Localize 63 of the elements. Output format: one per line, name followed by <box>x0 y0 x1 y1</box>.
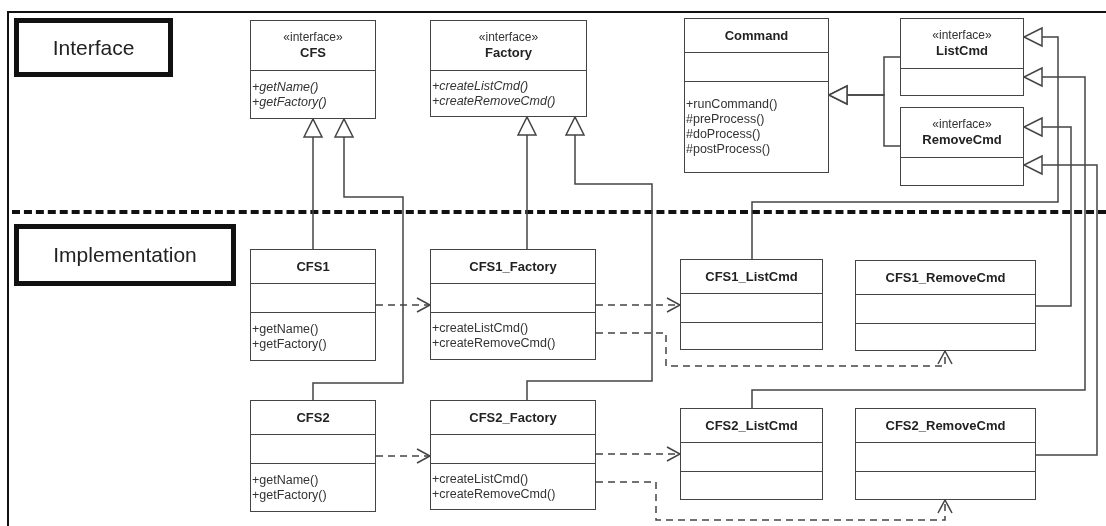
class-box <box>250 249 376 361</box>
method-name: +createListCmd() <box>432 471 530 487</box>
realization-arrow <box>312 118 404 401</box>
dependency-arrow <box>595 332 953 367</box>
realization-arrow <box>303 118 323 250</box>
stereotype-label: «interface» <box>932 28 992 43</box>
method-name: +createListCmd() <box>432 78 530 94</box>
realization-arrow <box>751 27 1059 260</box>
class-name: CFS1 <box>296 258 330 275</box>
class-name: Command <box>724 27 789 44</box>
class-box <box>430 400 596 510</box>
interface-box <box>900 107 1024 186</box>
dependency-arrow <box>595 481 953 521</box>
stereotype-label: «interface» <box>932 117 992 132</box>
stereotype-label: «interface» <box>478 30 539 45</box>
realization-arrow <box>517 116 537 250</box>
method-name: +createRemoveCmd() <box>432 93 557 109</box>
method-name: +runCommand() <box>686 97 779 112</box>
dependency-arrow <box>595 446 681 462</box>
class-name: CFS2_ListCmd <box>705 417 798 434</box>
class-name: CFS2 <box>296 409 330 426</box>
method-name: +getFactory() <box>252 336 328 352</box>
class-box <box>855 408 1036 500</box>
method-name: +getFactory() <box>252 487 328 503</box>
class-box <box>250 400 376 512</box>
realization-arrow <box>1023 155 1098 456</box>
class-name: CFS <box>300 45 326 61</box>
class-box <box>855 260 1036 351</box>
interface-box <box>250 20 376 119</box>
class-name: ListCmd <box>936 43 988 59</box>
method-name: +getName() <box>252 472 320 488</box>
method-name: #postProcess() <box>686 142 772 157</box>
class-name: CFS1_Factory <box>469 258 557 275</box>
class-box <box>680 408 823 500</box>
method-name: #doProcess() <box>686 127 762 142</box>
class-name: CFS1_RemoveCmd <box>885 269 1006 286</box>
realization-arrow <box>1023 117 1072 307</box>
dependency-arrow <box>595 297 681 313</box>
class-box <box>680 259 823 350</box>
class-name: CFS1_ListCmd <box>705 268 798 285</box>
class-name: CFS2_Factory <box>469 409 557 426</box>
interface-box <box>430 20 587 117</box>
method-name: +createRemoveCmd() <box>432 486 557 502</box>
realization-arrow <box>828 85 901 147</box>
class-name: CFS2_RemoveCmd <box>885 417 1006 434</box>
class-name: Factory <box>485 45 532 61</box>
realization-arrow <box>751 67 1086 409</box>
method-name: +createRemoveCmd() <box>432 336 557 351</box>
stereotype-label: «interface» <box>283 30 343 45</box>
section-label-box: Interface <box>14 18 173 77</box>
method-name: #preProcess() <box>686 112 766 127</box>
class-box <box>684 18 829 173</box>
realization-arrow <box>526 116 653 401</box>
interface-box <box>900 18 1024 96</box>
section-label-box: Implementation <box>14 224 236 286</box>
method-name: +getFactory() <box>252 94 328 110</box>
dependency-arrow <box>375 297 431 313</box>
dependency-arrow <box>375 448 431 464</box>
method-name: +getName() <box>252 79 320 95</box>
method-name: +getName() <box>252 321 320 337</box>
class-box <box>430 249 596 360</box>
class-name: RemoveCmd <box>922 132 1002 148</box>
method-name: +createListCmd() <box>432 321 530 336</box>
